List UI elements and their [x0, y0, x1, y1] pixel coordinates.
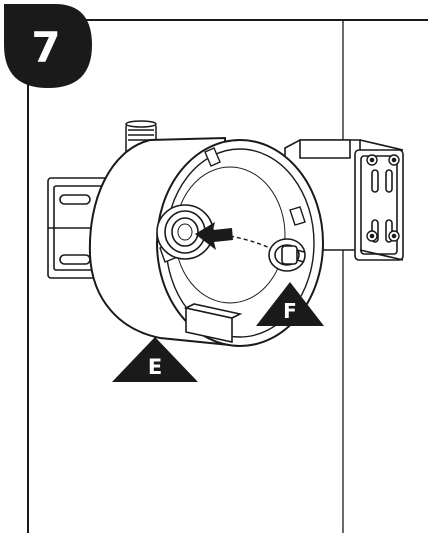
valve-cartridge-seat	[156, 204, 214, 260]
plug-component-f	[268, 238, 306, 272]
callout-f: F	[256, 282, 324, 326]
housing-label-plate	[183, 303, 243, 343]
callout-triangle-icon	[112, 337, 198, 382]
step-number: 7	[31, 23, 60, 72]
callout-e: E	[112, 337, 198, 382]
callout-e-label: E	[148, 355, 162, 379]
callout-f-label: F	[283, 299, 297, 323]
step-badge: 7	[4, 4, 92, 88]
panel-frame	[27, 19, 428, 533]
insertion-arrow-icon	[195, 222, 233, 250]
bracket-screws	[366, 154, 400, 242]
callout-triangle-icon	[256, 282, 324, 326]
